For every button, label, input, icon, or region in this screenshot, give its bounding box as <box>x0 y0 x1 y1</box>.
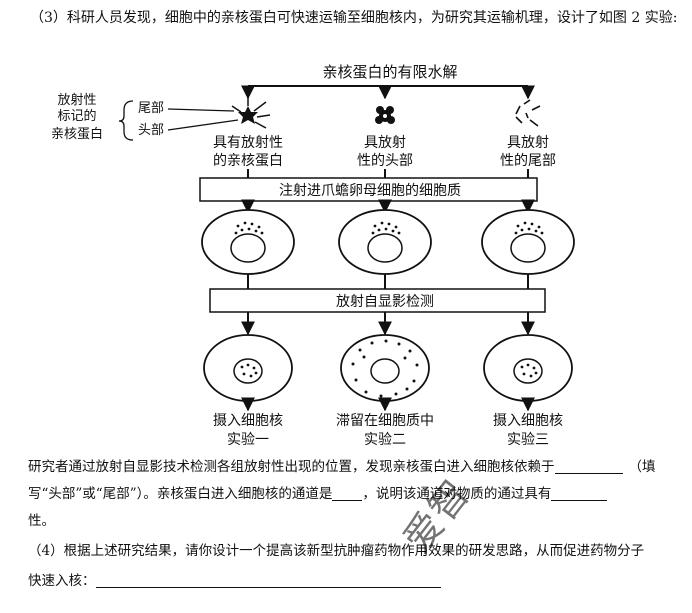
question4-line-1: （4）根据上述研究结果，请你设计一个提高该新型抗肿瘤药物作用效果的研发思路，从而… <box>28 543 645 559</box>
legend-line-3: 亲核蛋白 <box>51 126 103 142</box>
autoradiography-box <box>209 288 546 313</box>
question3-text-c: 写“头部”或“尾部”）。亲核蛋白进入细胞核的通道是 <box>28 486 333 502</box>
answer-blank-dependency[interactable] <box>554 457 623 474</box>
question3-line-2: 写“头部”或“尾部”）。亲核蛋白进入细胞核的通道是 ，说明该通道对物质的通过具有 <box>28 481 683 507</box>
answer-blank-design[interactable] <box>95 571 441 588</box>
legend-line-1: 放射性 <box>57 92 96 108</box>
injection-box <box>199 177 538 202</box>
protein-tail-icon <box>515 99 541 127</box>
question4-prompt: 快速入核： <box>28 573 96 589</box>
result2-line-2: 实验二 <box>364 432 406 448</box>
result-cell-1 <box>203 334 293 402</box>
legend-brace <box>118 100 134 141</box>
question3-line-3: 性。 <box>28 513 55 529</box>
sample1-line-1: 具有放射性 <box>213 135 283 151</box>
head-pointer <box>167 119 239 131</box>
sample2-line-1: 具放射 <box>364 135 406 151</box>
legend-line-2: 标记的 <box>57 108 96 124</box>
sample2-line-2: 性的头部 <box>357 153 413 169</box>
sample3-line-1: 具放射 <box>507 135 549 151</box>
question3-text-d: ，说明该通道对物质的通过具有 <box>362 486 552 502</box>
result1-line-1: 摄入细胞核 <box>213 413 283 429</box>
question4-line-2: 快速入核： <box>28 568 683 594</box>
tail-label: 尾部 <box>138 101 164 116</box>
result3-line-1: 摄入细胞核 <box>493 413 563 429</box>
result1-line-2: 实验一 <box>227 432 269 448</box>
result-cell-2 <box>340 334 430 402</box>
question3-text-b: （填 <box>628 459 656 475</box>
tail-pointer <box>167 108 235 112</box>
result2-line-1: 滞留在细胞质中 <box>336 413 434 429</box>
autoradiography-label: 放射自显影检测 <box>336 294 434 310</box>
injected-cell-2 <box>338 209 432 275</box>
labeled-protein-icon <box>231 98 271 129</box>
answer-blank-channel[interactable] <box>332 484 363 501</box>
result3-line-2: 实验三 <box>507 432 549 448</box>
sample3-line-2: 性的尾部 <box>500 153 556 169</box>
injected-cell-3 <box>481 209 575 275</box>
answer-blank-property[interactable] <box>551 484 608 501</box>
sample1-line-2: 的亲核蛋白 <box>213 153 283 169</box>
protein-head-icon <box>375 106 395 124</box>
legend-label: 放射性 标记的 亲核蛋白 <box>51 92 103 142</box>
hydrolysis-label: 亲核蛋白的有限水解 <box>322 63 457 81</box>
question3-text-a: 研究者通过放射自显影技术检测各组放射性出现的位置，发现亲核蛋白进入细胞核依赖于 <box>28 459 555 475</box>
injection-label: 注射进爪蟾卵母细胞的细胞质 <box>279 183 461 199</box>
question-intro: （3）科研人员发现，细胞中的亲核蛋白可快速运输至细胞核内，为研究其运输机理，设计… <box>30 10 678 26</box>
question3-line-1: 研究者通过放射自显影技术检测各组放射性出现的位置，发现亲核蛋白进入细胞核依赖于 （… <box>28 454 683 480</box>
result-cell-3 <box>483 334 573 402</box>
injected-cell-1 <box>201 209 295 275</box>
head-label: 头部 <box>138 123 164 138</box>
